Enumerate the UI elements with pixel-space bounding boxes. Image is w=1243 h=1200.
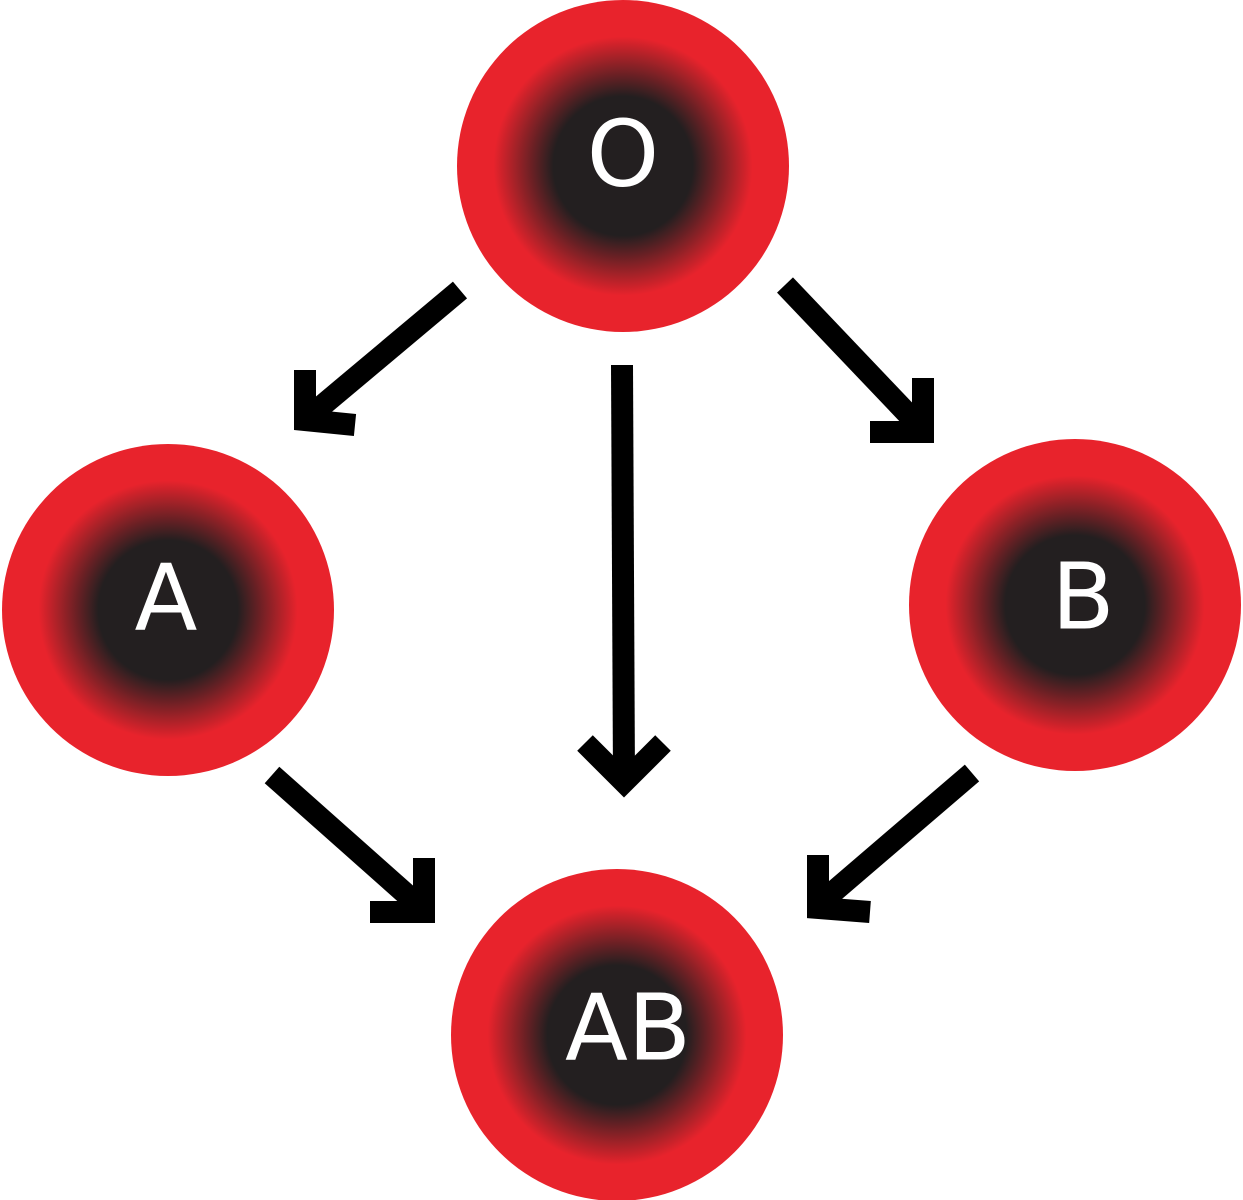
arrow-a-to-ab — [264, 766, 435, 923]
node-label-o: O — [587, 101, 659, 208]
blood-cell-icon — [451, 869, 783, 1200]
node-ab: AB — [451, 869, 783, 1200]
node-o: O — [457, 0, 789, 332]
blood-cell-icon — [2, 444, 334, 776]
node-b: B — [909, 439, 1241, 771]
arrow-o-to-a — [294, 281, 468, 436]
blood-cell-icon — [457, 0, 789, 332]
arrow-o-to-ab — [577, 364, 671, 798]
blood-cell-icon — [909, 439, 1241, 771]
node-label-a: A — [135, 545, 198, 652]
node-a: A — [2, 444, 334, 776]
node-label-ab: AB — [565, 975, 691, 1082]
arrow-o-to-b — [777, 277, 934, 443]
arrows — [264, 277, 980, 923]
arrow-b-to-ab — [807, 764, 980, 923]
node-label-b: B — [1051, 544, 1114, 651]
